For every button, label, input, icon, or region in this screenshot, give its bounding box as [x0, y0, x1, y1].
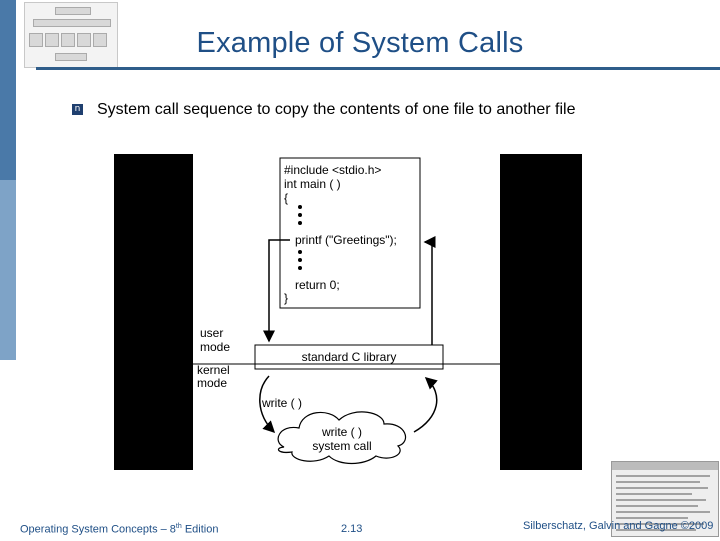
user-mode-label-line2: mode — [200, 340, 230, 354]
write-call-label: write ( ) — [261, 396, 302, 410]
code-line-return: return 0; — [295, 278, 340, 292]
bullet-icon: n — [72, 104, 83, 115]
syscall-label-line2: system call — [312, 439, 371, 453]
ellipsis-dot — [298, 221, 302, 225]
ellipsis-dot — [298, 266, 302, 270]
footer-page-number: 2.13 — [341, 523, 362, 535]
side-accent-bar — [0, 0, 16, 180]
bullet-text: System call sequence to copy the content… — [97, 101, 576, 119]
side-accent-bar-lower — [0, 180, 16, 360]
code-line-include: #include <stdio.h> — [284, 163, 381, 177]
kernel-mode-label-line1: kernel — [197, 363, 230, 377]
footer-book-title: Operating System Concepts – 8th Edition — [20, 523, 218, 536]
code-line-open-brace: { — [284, 191, 288, 205]
system-call-figure: #include <stdio.h> int main ( ) { printf… — [114, 154, 582, 470]
library-label: standard C library — [302, 350, 397, 364]
ellipsis-dot — [298, 258, 302, 262]
syscall-label-line1: write ( ) — [321, 425, 362, 439]
code-line-close-brace: } — [284, 291, 288, 305]
footer-authors: Silberschatz, Galvin and Gagne ©2009 — [523, 520, 713, 532]
code-line-main: int main ( ) — [284, 177, 341, 191]
user-mode-label-line1: user — [200, 326, 223, 340]
ellipsis-dot — [298, 213, 302, 217]
ellipsis-dot — [298, 205, 302, 209]
ellipsis-dot — [298, 250, 302, 254]
os-structure-thumbnail — [24, 2, 118, 68]
slide-title: Example of System Calls — [120, 27, 600, 60]
kernel-mode-label-line2: mode — [197, 376, 227, 390]
code-line-printf: printf ("Greetings"); — [295, 233, 397, 247]
title-underline — [36, 67, 720, 70]
